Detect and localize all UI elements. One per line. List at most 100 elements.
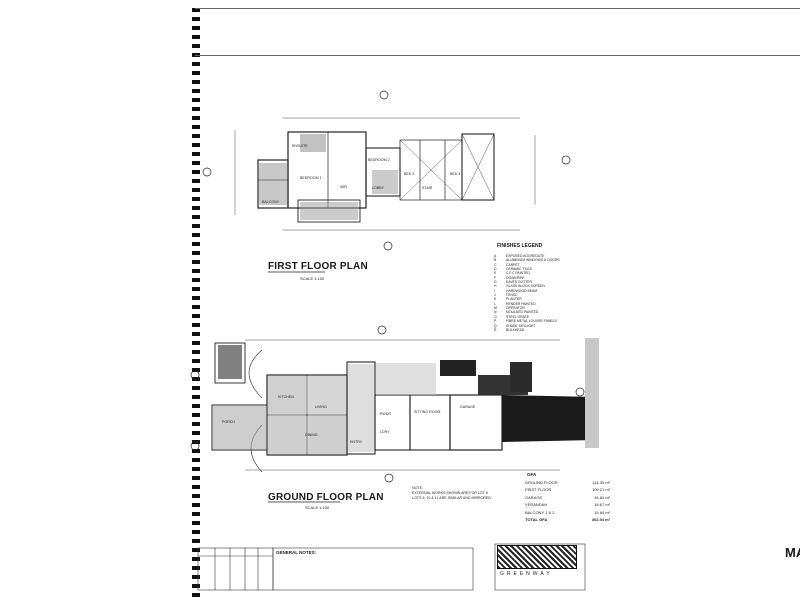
binding-hole [192,80,200,84]
binding-hole [192,431,200,435]
legend-item: D CERAMIC TILES [494,267,560,271]
binding-hole [192,242,200,246]
note-text-1: EXTERNAL WORKS SHOWN ARE FOR LOT 9 [412,491,488,495]
binding-hole [192,170,200,174]
room-label: STAIR [422,186,433,190]
binding-hole [192,359,200,363]
binding-hole [192,62,200,66]
binding-hole [192,269,200,273]
room-label: LOBBY [372,186,384,190]
binding-hole [192,494,200,498]
binding-hole [192,395,200,399]
room-label: LDRY [380,430,390,434]
legend-text: C.F.C PAINTED [506,271,530,276]
legend-code: R [494,327,497,332]
legend-text: MOULDED PAINTED [506,310,539,315]
room-label: BED 3 [404,172,415,176]
legend-item: C CARPET [494,263,560,267]
binding-hole [192,539,200,543]
binding-hole [192,575,200,579]
legend-item: K PLANTER [494,297,560,301]
legend-code: L [494,301,496,306]
binding-hole [192,251,200,255]
legend-text: DOWNPIPE [506,275,525,280]
legend-text: EXPOSED AGGREGATE [506,254,545,258]
binding-hole [192,71,200,75]
binding-hole [192,584,200,588]
binding-hole [192,125,200,129]
first-floor-plan-title: FIRST FLOOR PLAN [268,261,368,272]
binding-hole [192,467,200,471]
legend-code: D [494,267,497,272]
gfa-value: 114.35 m² [592,480,610,485]
binding-hole [192,8,200,12]
binding-hole [192,368,200,372]
binding-hole [192,593,200,597]
room-label: LIVING [315,405,327,409]
legend-text: FIBRE METAL LOUVRE PANELS [506,319,557,324]
greenway-logo-graphic [497,545,577,569]
legend-code: O [494,314,497,319]
room-label: GARAGE [460,405,476,409]
binding-hole [192,512,200,516]
binding-hole [192,260,200,264]
legend-code: P [494,319,497,324]
first-floor-scale: SCALE 1:100 [300,276,325,281]
legend-code: B [494,258,497,263]
legend-code: C [494,262,497,267]
legend-text: BULKHEAD [506,327,525,332]
legend-text: PLANTER [506,297,522,302]
gfa-label: GARAGE [525,494,543,500]
binding-hole [192,458,200,462]
room-label: BED 4 [450,172,461,176]
binding-hole [192,134,200,138]
binding-hole [192,413,200,417]
gfa-value: 18.67 m² [594,502,610,508]
binding-hole [192,44,200,48]
binding-hole [192,422,200,426]
legend-code: H [494,284,497,289]
gfa-label: GROUND FLOOR [525,480,558,485]
room-label: SITTING ROOM [414,410,441,414]
binding-hole [192,179,200,183]
room-label: PORCH [222,420,235,424]
legend-text: CARPET [506,262,520,267]
legend-code: E [494,271,497,276]
binding-hole [192,341,200,345]
legend-code: K [494,297,497,302]
legend-text: RENDER PAINTED [506,301,536,306]
legend-code: Q [494,323,497,328]
note-heading: NOTE: [412,486,423,490]
room-label: BEDROOM 1 [300,176,322,180]
binding-hole [192,224,200,228]
binding-hole [192,296,200,300]
binding-hole [192,314,200,318]
legend-code: J [494,293,496,298]
gfa-value: 109.21 m² [591,487,610,493]
ground-floor-hatching [213,345,595,454]
binding-hole [192,89,200,93]
binding-hole [192,449,200,453]
boundary-hatch [585,338,599,448]
binding-hole [192,197,200,201]
legend-text: CERAMIC TILES [506,267,532,272]
binding-hole [192,35,200,39]
gfa-title: GFA [527,472,537,477]
binding-hole [192,476,200,480]
finishes-legend-title: FINISHES LEGEND [497,243,543,249]
binding-hole [192,404,200,408]
legend-text: OPERATOR [506,306,525,311]
legend-text: GLASS BLOCK SCREEN [506,284,545,289]
